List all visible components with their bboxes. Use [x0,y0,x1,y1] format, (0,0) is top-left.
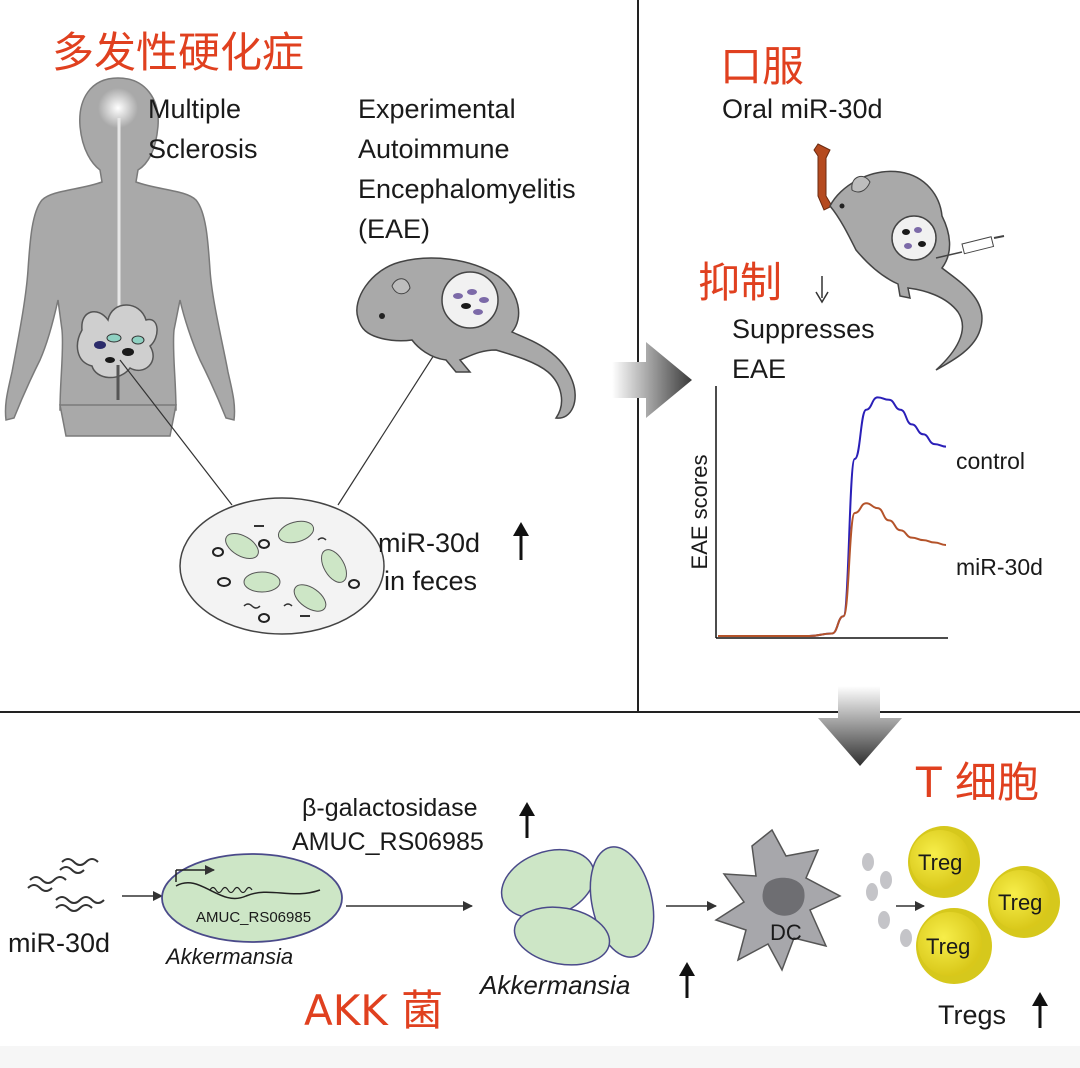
pipette-icon [813,143,833,211]
eae-label-line3: Encephalomyelitis [358,174,576,204]
enzyme-line1: β-galactosidase [302,794,478,822]
transition-arrow-right [612,342,692,418]
series-line-control [718,396,947,637]
oral-title-cn: 口服 [720,42,805,91]
human-body-icon [4,77,236,437]
mouse-icon [356,257,576,419]
oral-label: Oral miR-30d [722,94,883,124]
suppress-line1: Suppresses [732,314,875,344]
enzyme-line2: AMUC_RS06985 [292,828,484,856]
tregs-label: Tregs [938,1000,1007,1030]
akkermansia-cell-icon [500,846,655,966]
eae-chart [715,386,948,639]
feces-label-line2: in feces [384,566,478,596]
cytokine-dots [862,853,912,947]
ms-label-line1: Multiple [148,94,242,124]
up-arrow-icon [679,962,695,998]
treg-cell-icon [916,908,992,984]
microbe-circle-icon [179,497,385,635]
akkermansia-cell-icon [161,853,343,943]
treg-cell-icon [988,866,1060,938]
down-arrow-icon [815,276,829,304]
up-arrow-icon [513,522,529,560]
chart-y-label: EAE scores [687,454,712,570]
legend-control: control [956,448,1026,474]
ms-label-line2: Sclerosis [148,134,258,164]
gut-icon [76,304,158,400]
treg-cell-icon [908,826,980,898]
eae-label-line1: Experimental [358,94,516,124]
suppress-line2: EAE [732,354,787,384]
up-arrow-icon [1032,992,1048,1028]
treg-label-1: Treg [918,850,963,875]
treg-label-2: Treg [998,890,1043,915]
suppress-cn: 抑制 [698,258,783,307]
up-arrow-icon [519,802,535,838]
ms-title-cn: 多发性硬化症 [52,28,305,77]
bottom-band [0,1046,1080,1068]
eae-label-line4: (EAE) [358,214,431,244]
dendritic-cell-icon [714,828,842,972]
mechanism-mir-label: miR-30d [8,928,111,958]
tcell-cn: T 细胞 [916,758,1040,807]
akk-label: Akkermansia [166,944,294,969]
treg-label-3: Treg [926,934,971,959]
feces-label-line1: miR-30d [378,528,481,558]
dc-label: DC [770,920,802,945]
syringe-icon [935,235,1005,259]
legend-mir30d: miR-30d [956,554,1043,580]
eae-label-line2: Autoimmune [358,134,510,164]
gene-label: AMUC_RS06985 [196,909,312,926]
mouse-icon [829,170,983,371]
series-line-mir30d [718,502,947,637]
zoom-line-left [119,359,233,506]
transition-arrow-down [818,686,902,766]
akk-up-label: Akkermansia [480,970,631,1000]
mirna-strands-icon [27,858,105,912]
akk-cn: AKK 菌 [304,986,444,1035]
